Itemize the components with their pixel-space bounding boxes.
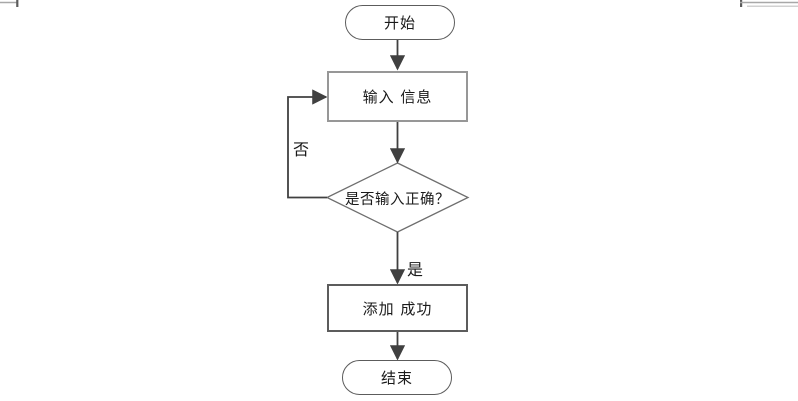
node-start-label: 开始 <box>383 14 416 32</box>
node-end-label: 结束 <box>380 369 413 387</box>
node-decision-label: 是否输入正确？ <box>345 191 450 208</box>
no-label-text: 否 <box>293 140 310 159</box>
node-decision: 是否输入正确？ <box>327 188 468 208</box>
node-add-success-label: 添加 成功 <box>362 299 433 318</box>
yes-label-text: 是 <box>407 260 424 279</box>
edge-decision-no-loop <box>287 89 328 199</box>
node-add-success: 添加 成功 <box>327 284 468 332</box>
edge-label-no: 否 <box>293 136 309 160</box>
node-start: 开始 <box>345 5 455 40</box>
crop-mark-top-right <box>740 0 798 7</box>
crop-mark-top-left <box>0 0 19 7</box>
node-input-info: 输入 信息 <box>327 71 468 122</box>
node-end: 结束 <box>342 360 452 395</box>
edge-label-yes: 是 <box>407 256 423 280</box>
node-input-info-label: 输入 信息 <box>362 88 433 106</box>
